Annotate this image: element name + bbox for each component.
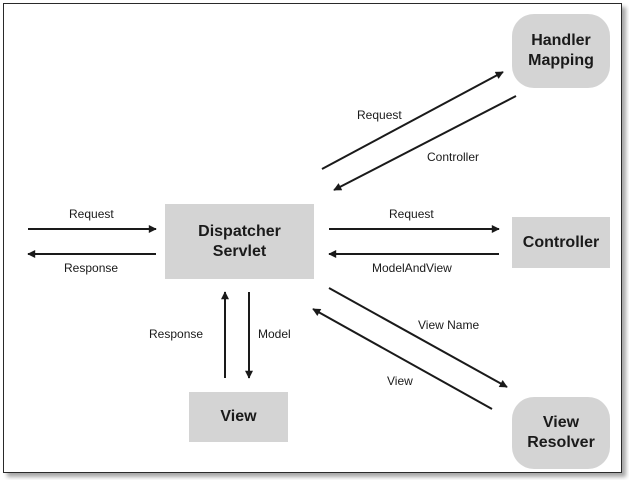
- label-vr-view: View: [387, 374, 413, 388]
- label-ctrl-model-and-view: ModelAndView: [372, 261, 452, 275]
- label-client-response: Response: [64, 261, 119, 275]
- arrow-hm-request: [321, 71, 504, 170]
- arrow-hm-controller: [333, 95, 517, 191]
- arrow-vr-view-name: [328, 287, 508, 388]
- label-view-model: Model: [258, 327, 291, 341]
- label-view-response: Response: [149, 327, 204, 341]
- label-vr-view-name: View Name: [418, 318, 480, 332]
- node-view: View: [189, 392, 288, 442]
- node-dispatcher-servlet: Dispatcher Servlet: [165, 204, 314, 279]
- node-controller: Controller: [512, 217, 610, 268]
- label-ctrl-request: Request: [389, 207, 434, 221]
- node-handler-mapping: Handler Mapping: [512, 14, 610, 88]
- node-view-resolver: View Resolver: [512, 397, 610, 469]
- label-hm-controller: Controller: [427, 150, 480, 164]
- arrow-vr-view: [312, 308, 493, 410]
- label-client-request: Request: [69, 207, 114, 221]
- label-hm-request: Request: [357, 108, 402, 122]
